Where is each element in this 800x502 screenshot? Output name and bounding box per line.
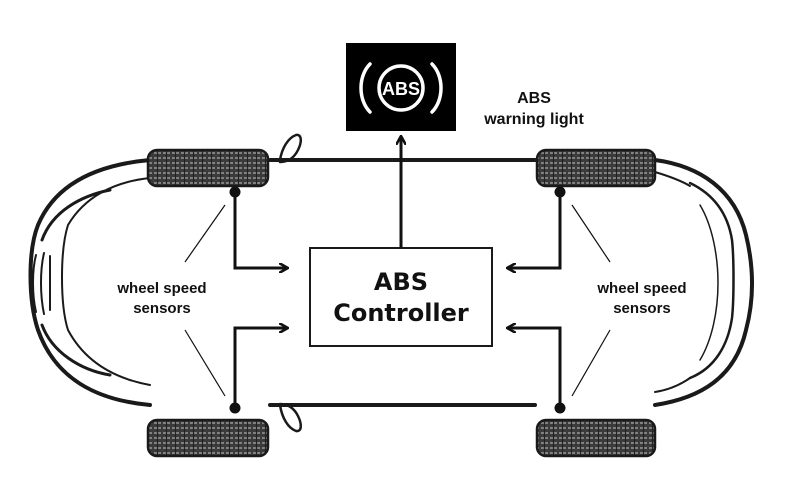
- abs-controller-box: ABS Controller: [309, 247, 493, 347]
- warning-light-caption-line1: ABS: [517, 90, 551, 107]
- sensors-right-label-line1: wheel speed: [596, 280, 686, 297]
- abs-icon-bracket-right: [430, 62, 443, 114]
- sensors-left-label-line1: wheel speed: [116, 280, 206, 297]
- car-rear-window: [688, 181, 735, 380]
- wheel-rear-right: [535, 418, 657, 458]
- arrow-rear-left-sensor: [508, 192, 562, 268]
- sensors-left-label-line2: sensors: [133, 300, 191, 317]
- controller-label-line2: Controller: [333, 299, 469, 327]
- abs-icon-text: ABS: [382, 79, 420, 99]
- sensors-right-label-line2: sensors: [613, 300, 671, 317]
- leader-left-bottom: [184, 329, 226, 397]
- leader-right-bottom: [571, 329, 611, 397]
- wheel-front-right: [146, 418, 270, 458]
- abs-icon-ring: [377, 64, 425, 112]
- mirror-bottom: [278, 402, 302, 433]
- mirror-top: [278, 133, 302, 164]
- rear-fender-line: [699, 204, 719, 361]
- leader-left-top: [184, 204, 226, 263]
- wheel-front-left: [146, 148, 270, 188]
- headlight-bottom: [40, 323, 112, 377]
- headlight-top: [40, 188, 112, 242]
- controller-label-line1: ABS: [374, 268, 428, 296]
- abs-warning-light-icon: ABS: [346, 43, 456, 131]
- arrow-front-right-sensor: [233, 328, 287, 408]
- wheel-rear-left: [535, 148, 657, 188]
- warning-light-caption-line2: warning light: [483, 111, 584, 128]
- leader-right-top: [571, 204, 611, 263]
- abs-icon-bracket-left: [359, 62, 372, 114]
- front-grille: [32, 252, 51, 315]
- arrow-front-left-sensor: [233, 192, 287, 268]
- car-roof-line: [654, 171, 691, 393]
- arrow-rear-right-sensor: [508, 328, 562, 408]
- sensor-leader-lines: [184, 204, 611, 397]
